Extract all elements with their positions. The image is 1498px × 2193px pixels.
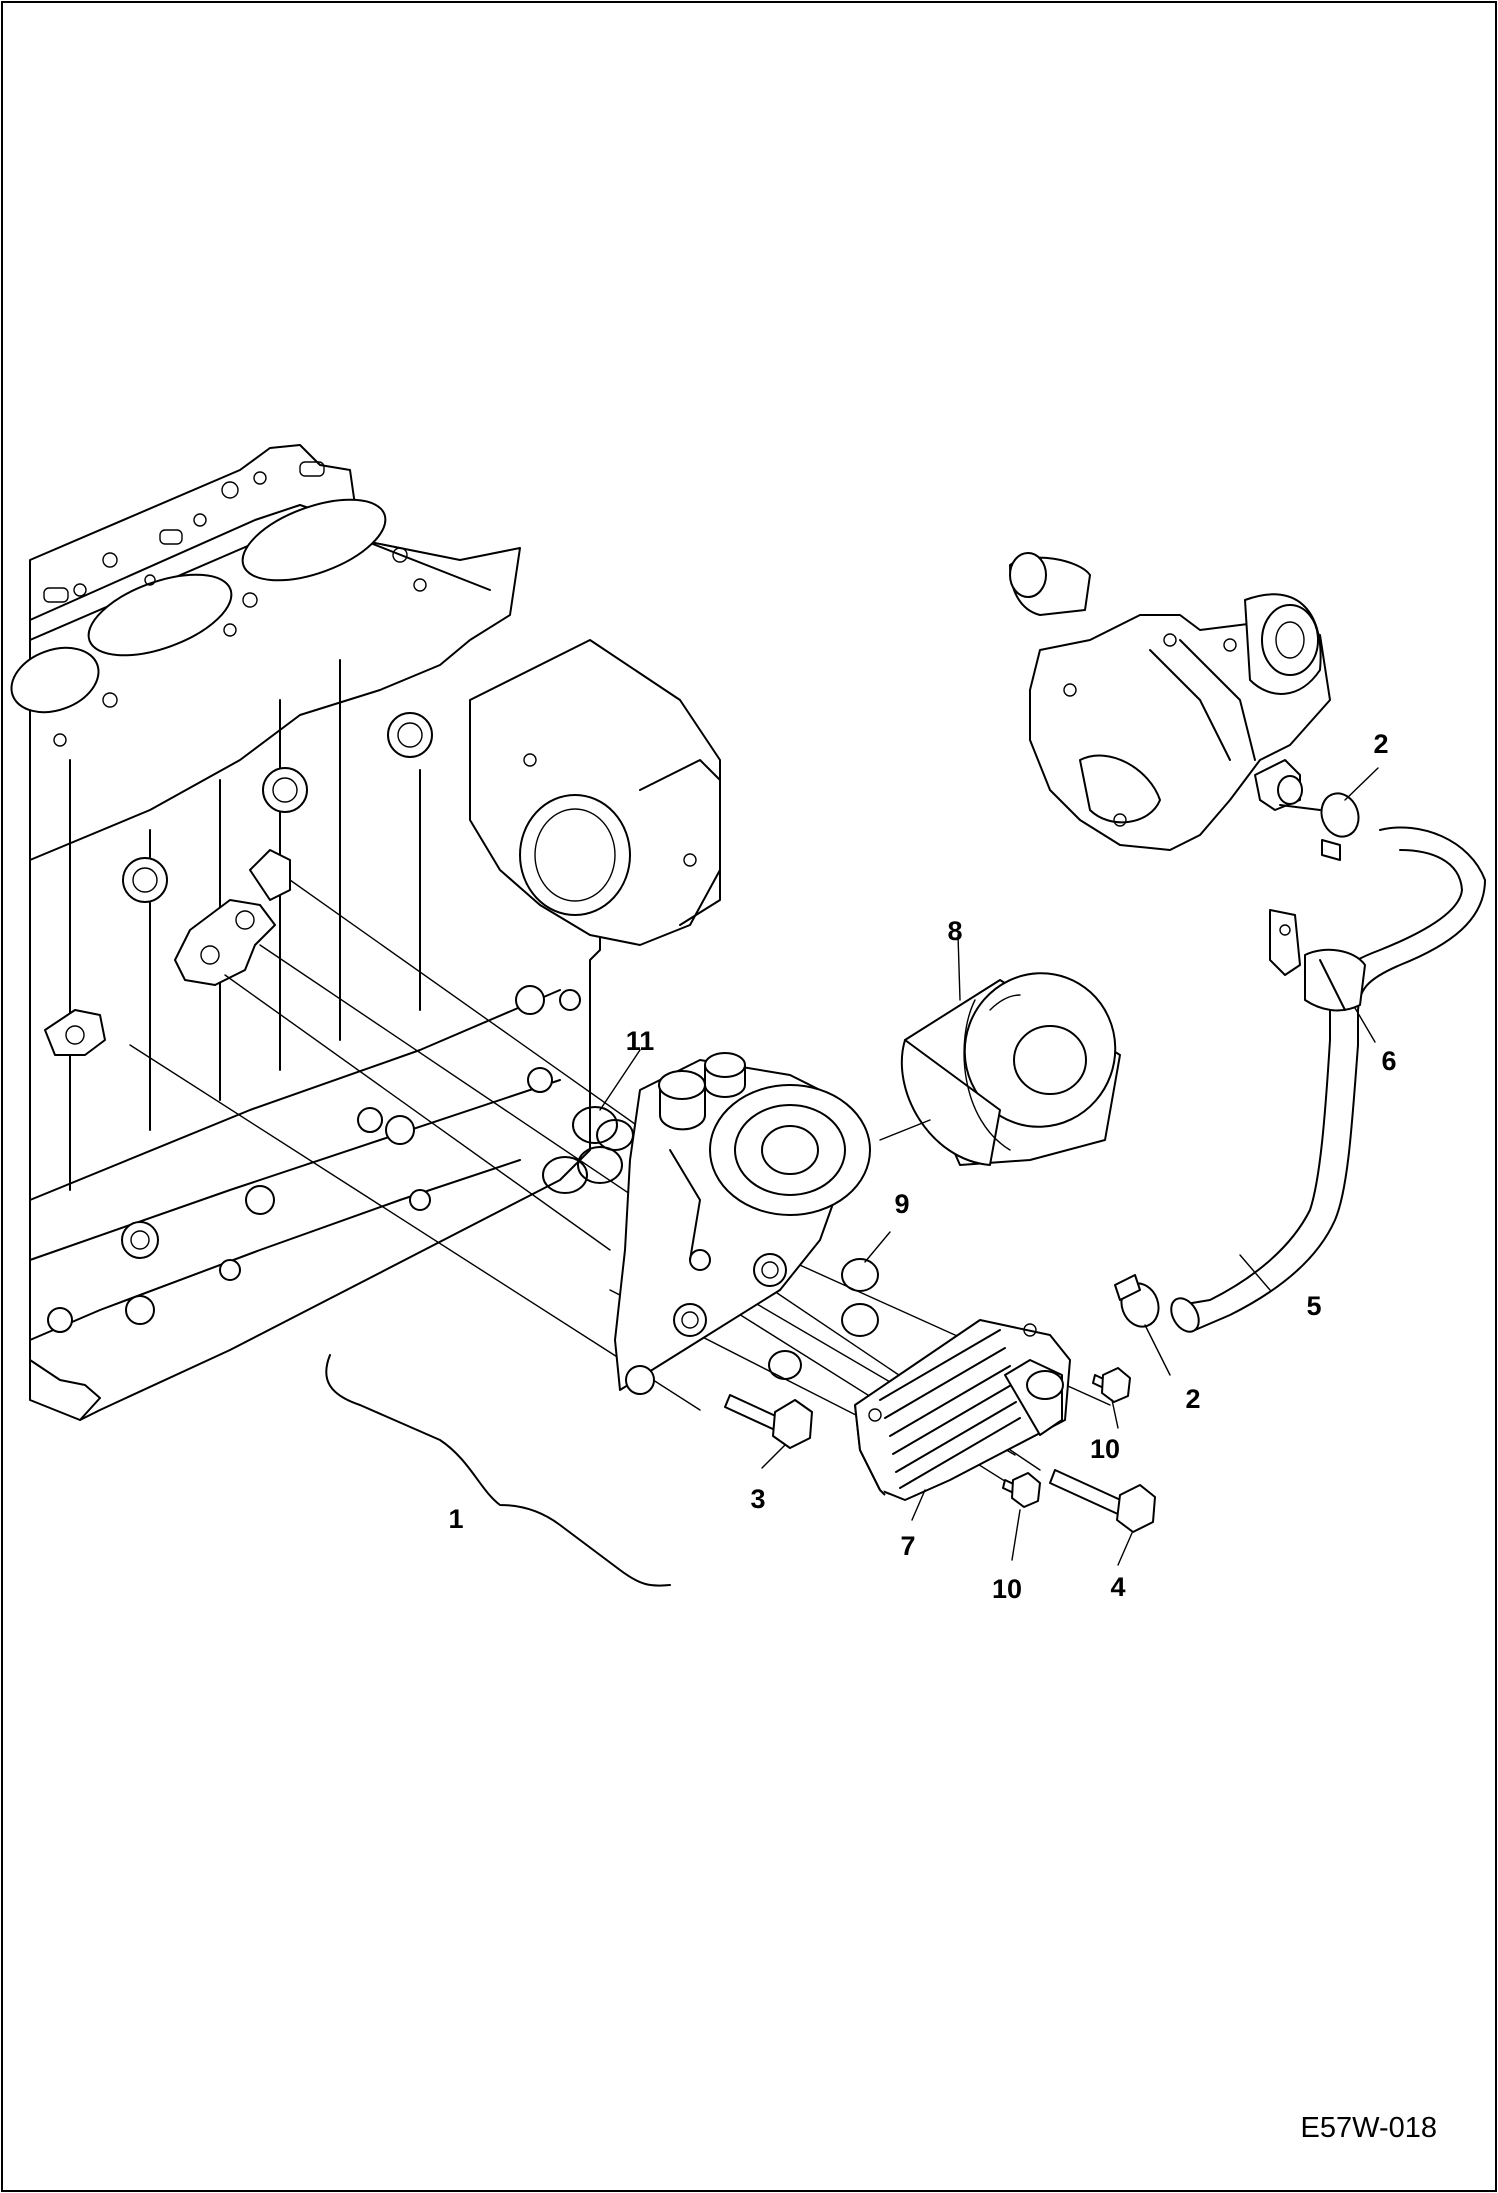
bolt-4 (1049, 1469, 1156, 1533)
coolant-hose (1170, 826, 1486, 1333)
callout-2-bottom: 2 (1185, 1384, 1200, 1414)
oil-cooler (854, 1319, 1071, 1501)
oil-filter (879, 972, 1121, 1166)
callout-9: 9 (894, 1189, 909, 1219)
bolt-10b (1002, 1472, 1041, 1508)
deck-holes (43, 461, 427, 747)
callout-7: 7 (900, 1531, 915, 1561)
engine-block (10, 444, 721, 1421)
water-pump (1009, 552, 1331, 851)
callout-leaders (599, 767, 1379, 1566)
callout-11: 11 (626, 1026, 655, 1056)
callout-2-top: 2 (1373, 729, 1388, 759)
hose-clamp-top (1279, 792, 1360, 861)
callout-1: 1 (448, 1504, 463, 1534)
callout-10-right: 10 (1090, 1434, 1120, 1464)
callout-6: 6 (1381, 1046, 1396, 1076)
diagram-code: E57W-018 (1301, 2112, 1438, 2144)
callout-10-bottom: 10 (992, 1574, 1022, 1604)
o-rings-set (542, 1106, 634, 1194)
assembly-brace (325, 1354, 671, 1587)
bolt-3 (724, 1394, 813, 1449)
oil-filter-head (614, 1052, 871, 1395)
hose-clamp-bottom (1114, 1274, 1160, 1328)
callout-8: 8 (947, 916, 962, 946)
callout-3: 3 (750, 1484, 765, 1514)
block-side-bosses (47, 985, 581, 1333)
bolt-10a (1092, 1367, 1131, 1403)
callout-labels: 1 2 2 3 4 5 6 7 8 9 10 10 11 (448, 729, 1396, 1604)
o-rings-9 (768, 1258, 879, 1380)
callout-4: 4 (1110, 1572, 1125, 1602)
callout-5: 5 (1306, 1291, 1321, 1321)
